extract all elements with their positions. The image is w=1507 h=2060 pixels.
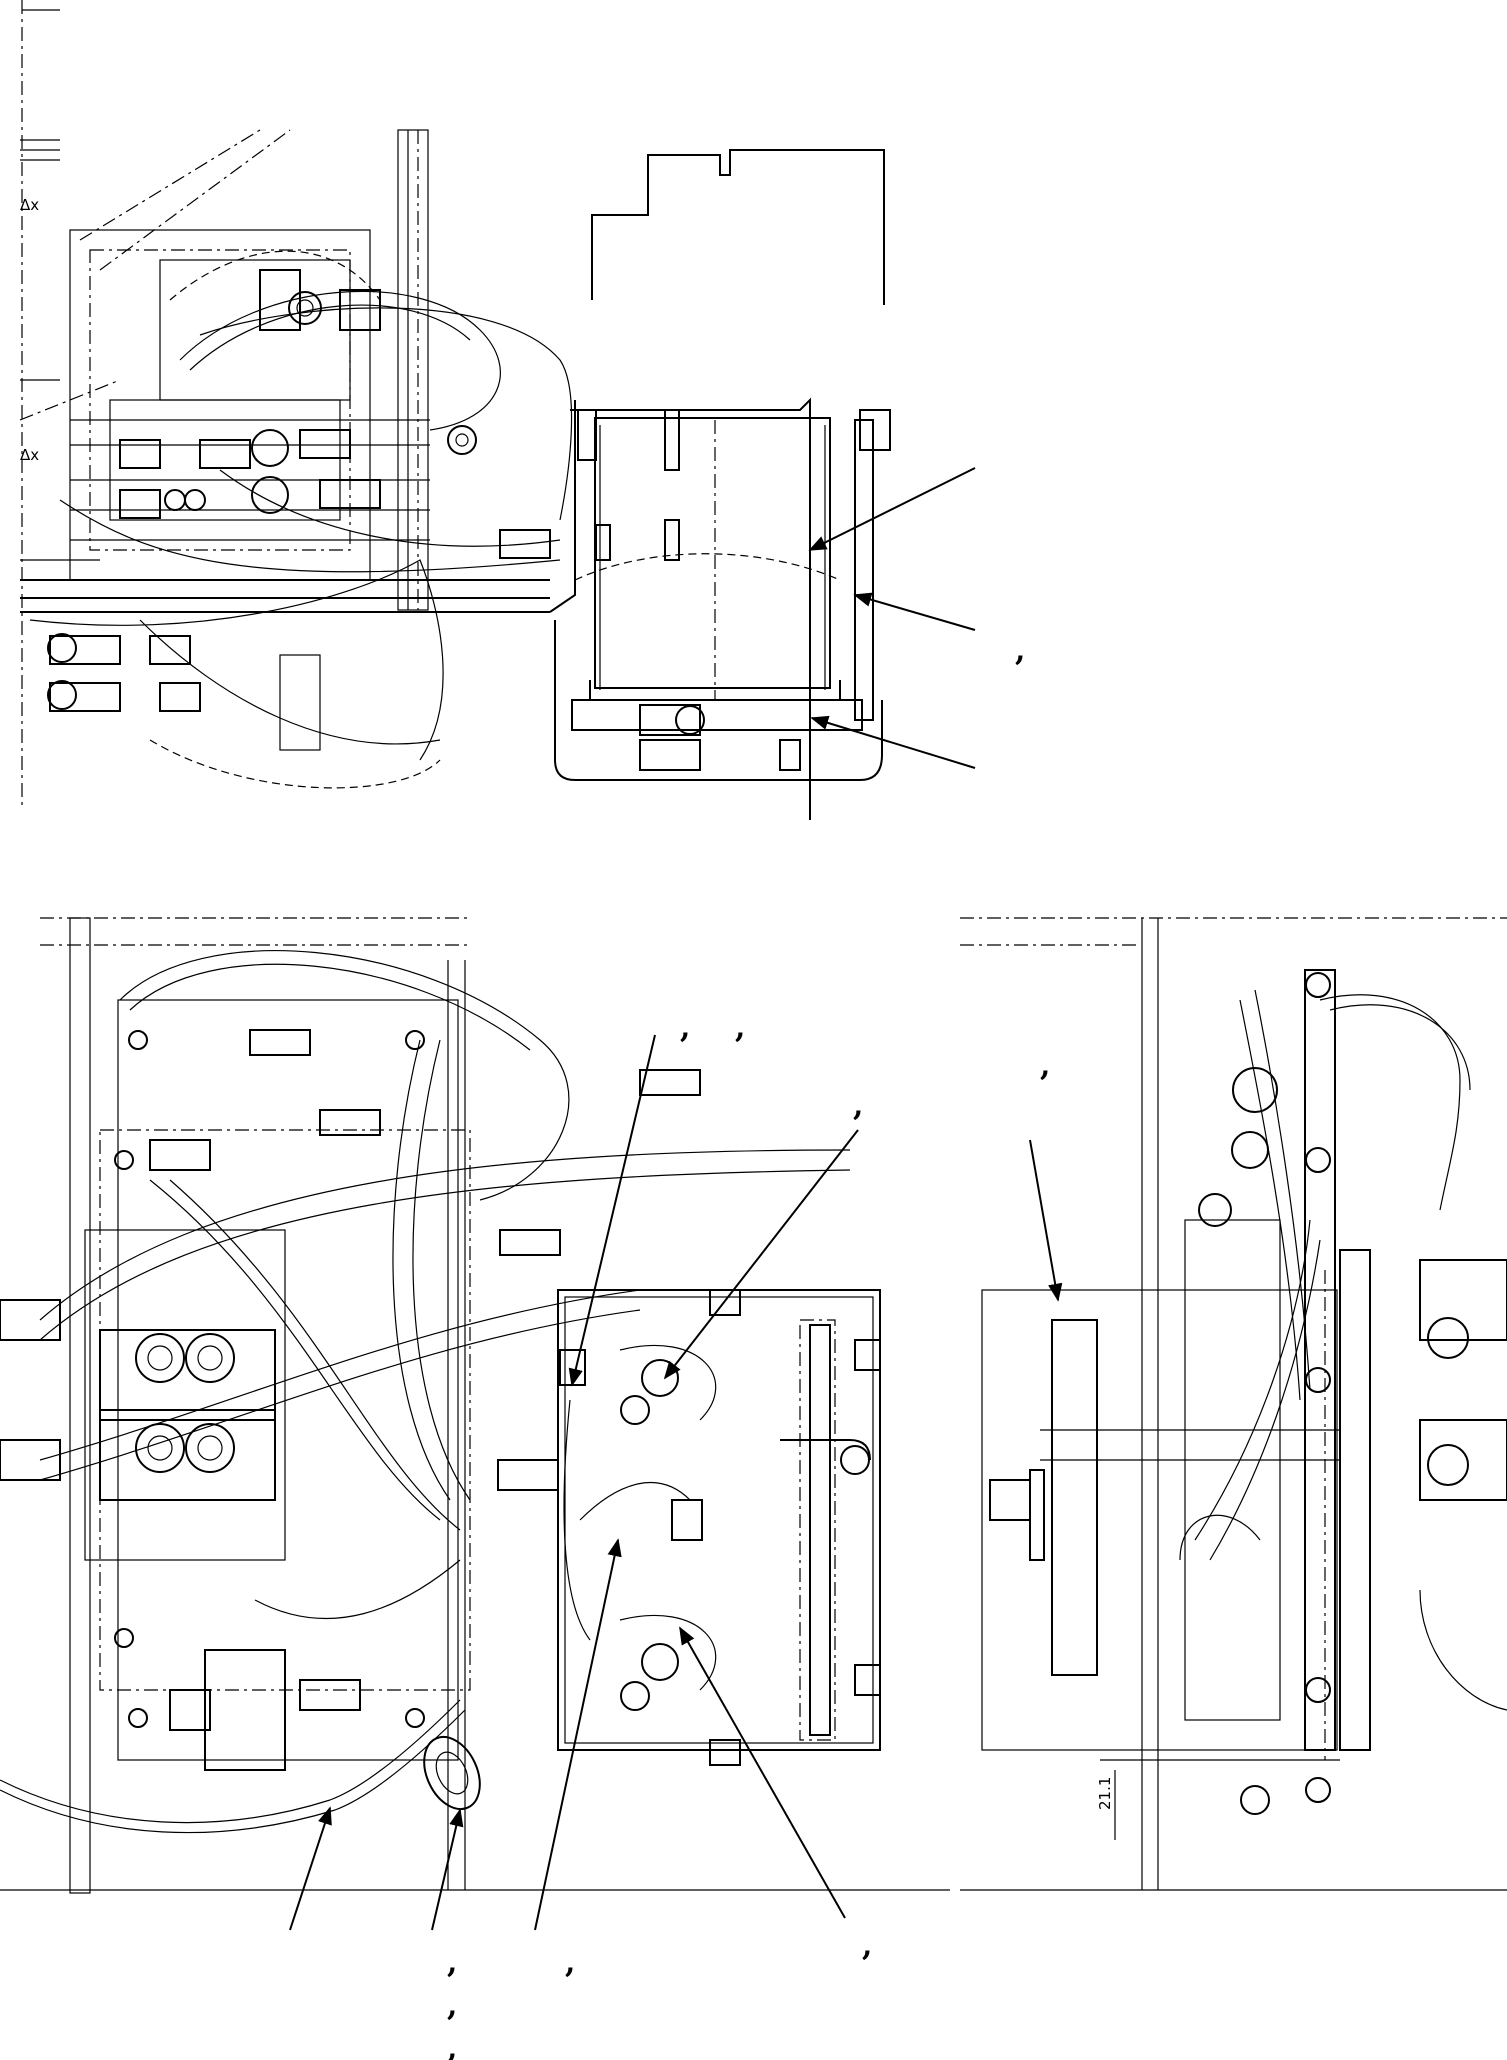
dimension-label: 21.1 (1096, 1777, 1114, 1810)
leader-line (289, 1806, 332, 1931)
callout-mark: , (862, 1928, 872, 1963)
callout-mark: , (447, 1945, 457, 1980)
leader-line (663, 1129, 859, 1380)
callout-mark: , (853, 1088, 863, 1123)
callout-mark: , (447, 1988, 457, 2023)
callout-mark: , (680, 1010, 690, 1045)
mount-bolts (114, 1030, 425, 1728)
leader-line (1029, 1139, 1063, 1302)
callout-mark: , (1040, 1048, 1050, 1083)
filter-plate (497, 1289, 881, 1766)
leader-line (808, 467, 976, 551)
top-view: Δx Δx (19, 0, 976, 820)
delta-mark: Δx (20, 196, 39, 214)
bottom-right-view: 21.1 (960, 917, 1507, 1891)
leader-line (431, 1808, 464, 1931)
filter-assembly (554, 397, 891, 820)
leader-line (534, 1538, 622, 1931)
callout-mark: , (735, 1010, 745, 1045)
callout-mark: , (447, 2031, 457, 2060)
bottom-left-view (0, 917, 950, 1931)
callout-labels: , , , , , , , , , , (447, 633, 1050, 2060)
leader-line (568, 1034, 656, 1387)
leader-line (810, 715, 976, 769)
leader-line (853, 592, 976, 631)
fitting-group (47, 269, 551, 751)
callout-mark: , (1015, 633, 1025, 668)
leader-line (679, 1626, 846, 1919)
delta-mark: Δx (20, 446, 39, 464)
callout-mark: , (565, 1945, 575, 1980)
